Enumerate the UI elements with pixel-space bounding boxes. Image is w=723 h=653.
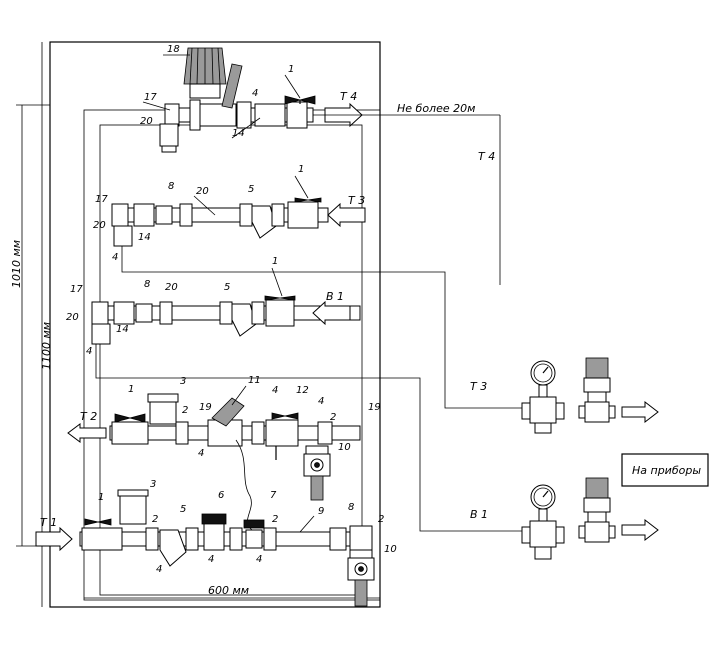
callout-17-b1: 17 bbox=[70, 284, 83, 295]
callout-1-t3: 1 bbox=[298, 164, 304, 175]
callout-5-b1: 5 bbox=[224, 282, 230, 293]
callout-4b-t2: 4 bbox=[318, 396, 324, 407]
callout-14-b1: 14 bbox=[116, 324, 129, 335]
callout-5-t1: 5 bbox=[180, 504, 186, 515]
label-t4-arrow: T 4 bbox=[340, 90, 357, 103]
callout-2-t2: 2 bbox=[182, 405, 188, 416]
callout-9: 9 bbox=[318, 506, 324, 517]
row-t1: T 1 1 3 2 5 6 7 2 9 8 2 4 4 4 10 bbox=[35, 479, 397, 607]
callout-2b-t2: 2 bbox=[330, 412, 336, 423]
callout-1-t1: 1 bbox=[98, 492, 104, 503]
label-t4-line: T 4 bbox=[478, 150, 495, 163]
row-b1: B 1 8 20 5 1 17 20 14 4 B 1 bbox=[66, 256, 528, 532]
device-assembly-t3 bbox=[521, 357, 659, 434]
callout-3-t1: 3 bbox=[150, 479, 156, 490]
callout-10-t2: 10 bbox=[338, 442, 351, 453]
callout-8-t1: 8 bbox=[348, 502, 354, 513]
dim-600-label: 600 мм bbox=[208, 584, 249, 597]
label-b1-arrow: B 1 bbox=[326, 290, 344, 303]
label-devices: На приборы bbox=[632, 464, 701, 477]
label-t1: T 1 bbox=[40, 516, 57, 529]
row-t3: T 3 8 20 5 1 17 20 14 4 T 3 bbox=[93, 164, 528, 409]
callout-4-t4: 4 bbox=[252, 88, 258, 99]
callout-17-t3: 17 bbox=[95, 194, 108, 205]
callout-5-t3: 5 bbox=[248, 184, 254, 195]
callout-8-b1: 8 bbox=[144, 279, 150, 290]
row-t2: T 2 1 3 2 19 11 4 12 4 2 19 4 10 bbox=[67, 375, 381, 531]
callout-20-b1: 20 bbox=[165, 282, 178, 293]
callout-20-t4: 20 bbox=[140, 116, 153, 127]
label-t2: T 2 bbox=[80, 410, 97, 423]
dimension-height-1100: 1100 мм bbox=[40, 42, 53, 607]
dimension-width-600: 600 мм bbox=[84, 584, 380, 599]
callout-19-t2: 19 bbox=[199, 402, 212, 413]
callout-4c-t1: 4 bbox=[256, 554, 262, 565]
callout-12: 12 bbox=[296, 385, 309, 396]
callout-8-t3: 8 bbox=[168, 181, 174, 192]
callout-2c-t1: 2 bbox=[378, 514, 384, 525]
label-max-length: Не более 20м bbox=[397, 102, 475, 115]
callout-6: 6 bbox=[218, 490, 224, 501]
label-t3-arrow: T 3 bbox=[348, 194, 365, 207]
callout-4a-t2: 4 bbox=[272, 385, 278, 396]
callout-7: 7 bbox=[270, 490, 277, 501]
callout-19b-t2: 19 bbox=[368, 402, 381, 413]
callout-20-t3: 20 bbox=[196, 186, 209, 197]
callout-1-t2: 1 bbox=[128, 384, 134, 395]
row-t4: T 4 Не более 20м T 4 18 1 17 20 4 14 bbox=[140, 44, 501, 285]
dimension-height-1010: 1010 мм bbox=[10, 104, 50, 547]
callout-17-t4: 17 bbox=[144, 92, 157, 103]
dim-1010-label: 1010 мм bbox=[10, 240, 23, 288]
callout-4-t3: 4 bbox=[112, 252, 118, 263]
callout-2-t1: 2 bbox=[152, 514, 158, 525]
callout-10-t1: 10 bbox=[384, 544, 397, 555]
callout-2b-t1: 2 bbox=[272, 514, 278, 525]
callout-20b-b1: 20 bbox=[66, 312, 79, 323]
callout-1-b1: 1 bbox=[272, 256, 278, 267]
devices-box: На приборы bbox=[621, 453, 709, 487]
callout-1-t4: 1 bbox=[288, 64, 294, 75]
callout-11: 11 bbox=[248, 375, 261, 386]
callout-4a-t1: 4 bbox=[156, 564, 162, 575]
callout-4c-t2: 4 bbox=[198, 448, 204, 459]
dim-1100-label: 1100 мм bbox=[40, 322, 53, 370]
thermostat-head bbox=[183, 47, 227, 99]
callout-14-t3: 14 bbox=[138, 232, 151, 243]
label-t3-line: T 3 bbox=[470, 380, 487, 393]
device-assembly-b1 bbox=[521, 477, 659, 560]
label-b1-line: B 1 bbox=[470, 508, 488, 521]
callout-20b-t3: 20 bbox=[93, 220, 106, 231]
callout-18: 18 bbox=[167, 44, 180, 55]
callout-4-b1: 4 bbox=[86, 346, 92, 357]
callout-4b-t1: 4 bbox=[208, 554, 214, 565]
callout-3-t2: 3 bbox=[180, 376, 186, 387]
